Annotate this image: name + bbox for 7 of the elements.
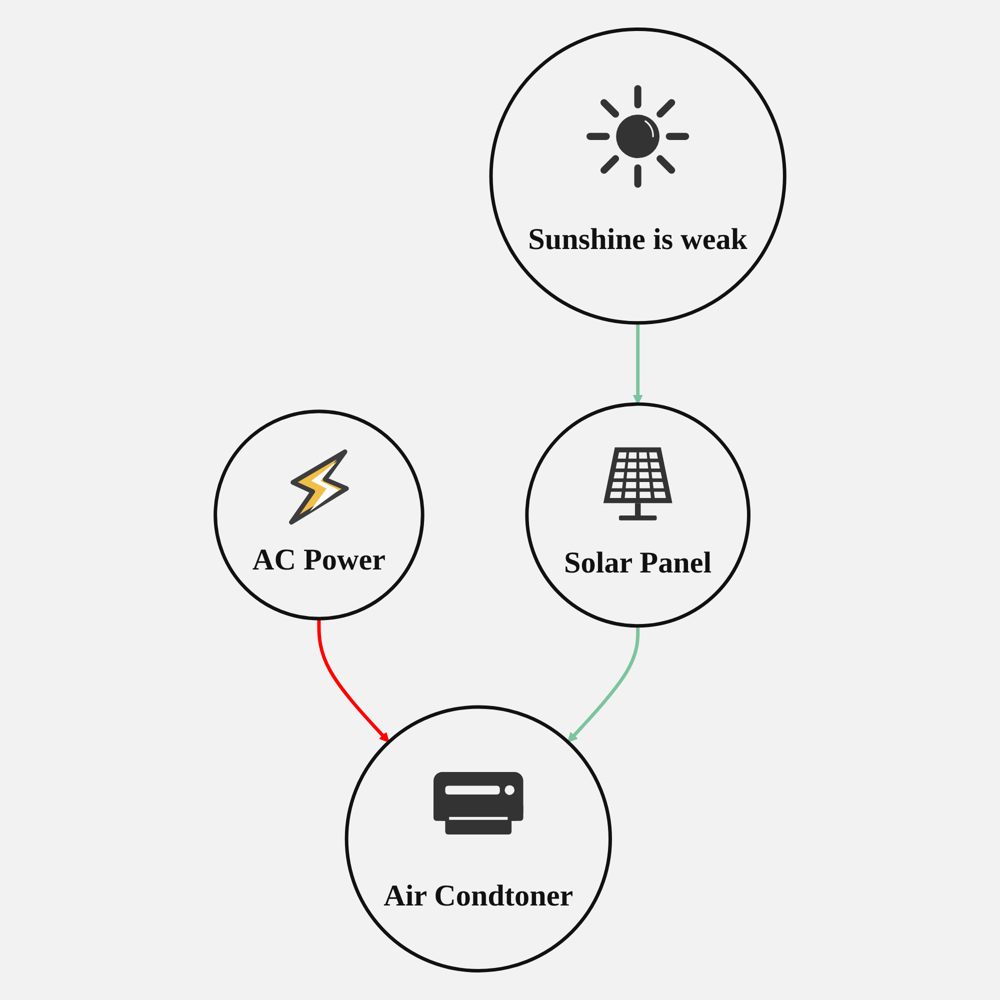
node-circle: Air Condtoner [344,705,612,972]
node-circle: AC Power [214,410,424,620]
node-circle: Sunshine is weak [489,28,786,325]
arrow [567,626,640,743]
arrow [632,322,643,405]
node-circle: Solar Panel [525,402,750,628]
arrow [317,618,390,743]
